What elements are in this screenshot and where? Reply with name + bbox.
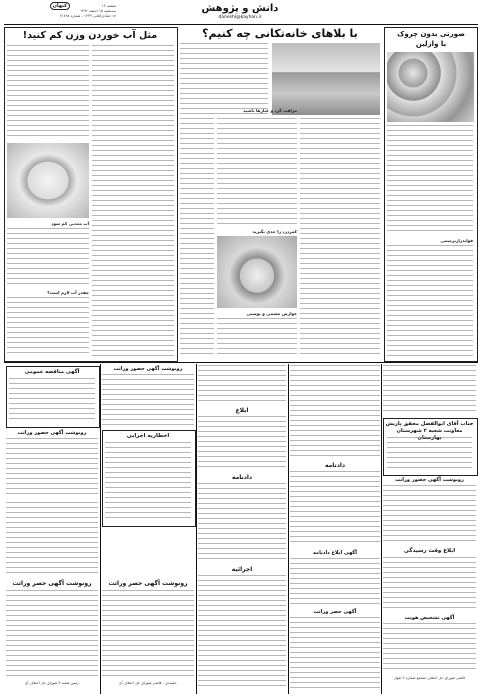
eblagh-text [198, 416, 286, 471]
footer-3: حصه‌دی - قاضی شورای حل اختلاف آچ [119, 681, 177, 685]
hazr-text-lc [102, 374, 194, 426]
issue-date: سه‌شنبه ۱۵ اسفند ۱۳۹۶ [80, 9, 116, 13]
water-sub-2: چقدر آب لازم است؟ [47, 290, 89, 295]
water-body-col-2 [7, 45, 89, 140]
roonevesht-title: رونوشت آگهی حصر وراثت [108, 580, 188, 587]
dadnameh-text-2 [198, 483, 286, 563]
eblagh-vakil-text [383, 557, 476, 612]
main-title: با بلاهای خانه‌تکانی چه کنیم؟ [202, 27, 358, 40]
tashkhis-text [383, 623, 476, 673]
roonevesht-title-l: رونوشت آگهی حصر وراثت [12, 580, 92, 587]
roonevesht-text-l [6, 590, 98, 678]
eblagh-vakil-title: ابلاغ وقت رسیدگی [403, 548, 456, 554]
hazr-title-lc: روبوشت آگهی حضور وراثت [113, 366, 183, 372]
ablagh-dadnameh-title: آگهی ابلاغ دادنامه [313, 550, 357, 556]
sep-3 [196, 364, 197, 694]
amoomi-title: آگهی مناقصه عمومی [24, 369, 80, 375]
notice-text-r1 [383, 365, 476, 415]
fruit-title-2: با وازلین [415, 40, 447, 48]
tamdid-text [290, 617, 380, 689]
ejrae-title: اجرائیه [231, 566, 253, 573]
cleaning-photo [272, 43, 380, 115]
sep-1 [381, 364, 382, 694]
tamdid-title: آگهی حصر وراثت [313, 609, 357, 615]
eblagh-title: ابلاغ [235, 407, 249, 414]
vacuum-photo [217, 236, 297, 308]
main-body-col-2 [217, 118, 297, 228]
main-body-col-4 [217, 318, 297, 358]
hazr-text-r [383, 485, 476, 545]
amoomi-text [9, 378, 95, 423]
logo-small: کیهان [49, 2, 70, 10]
fruit-body-text [387, 125, 473, 235]
water-article [4, 27, 178, 362]
notice-text-c1 [198, 365, 286, 405]
ejrae-text [198, 575, 286, 689]
footer-1: قاضی شورای حل اختلاف مجتمع شماره ۲ اهواز [394, 676, 465, 680]
hazr-text-l [6, 438, 98, 498]
section-title: دانش و پژوهش [201, 3, 279, 14]
fruit-title-1: صورتی بدون چروک [397, 30, 465, 38]
middle-rule [4, 362, 478, 363]
footer-2: رئیس شعبه ۴ شورای حل اختلاف آچ [25, 681, 79, 685]
fruit-article [384, 27, 478, 362]
ekhtar-box [102, 430, 196, 527]
roonevesht-text [102, 590, 194, 678]
thanks-text [387, 437, 472, 471]
dadnameh-title: دادنامه [324, 462, 346, 469]
water-body-col-1 [92, 45, 174, 357]
fruit-photo [387, 52, 474, 122]
dadnameh-title-2: دادنامه [231, 474, 253, 481]
sep-2 [288, 364, 289, 694]
tashkhis-title: آگهی تشخیص هویت [404, 615, 455, 621]
issue-number: ۱۷ جمادی‌الثانی ۱۴۳۹ - شماره ۲۱۸۹۸ [59, 14, 116, 18]
water-body-col-4 [7, 297, 89, 357]
main-sub-1: مراقب گرد و غبارها باشید [243, 108, 297, 113]
ekhtar-text [105, 442, 191, 522]
water-sub-1: آب معدنی کم شود [51, 221, 89, 226]
water-body-col-3 [7, 228, 89, 288]
fruit-subhead: فوایدرازترمیمی [440, 238, 473, 243]
notice-text-cr1 [290, 365, 380, 460]
issue-page: صفحه ۱۲ [101, 4, 116, 8]
thanks-title-1: جناب آقای ابوالفضل محقق پاریش [385, 421, 474, 427]
masthead-rule [4, 24, 478, 25]
ekhtar-title: اخطاریه اجرایی [126, 433, 170, 439]
ablagh-dadnameh-text [290, 558, 380, 606]
notice-text-l2 [6, 502, 98, 577]
main-sub-2: کمردرد را جدی بگیرید [252, 229, 297, 234]
hazr-title-l: روبوشت آگهی حضور وراثت [17, 430, 87, 436]
measuring-tape-photo [7, 143, 89, 218]
fruit-body-text-2 [387, 245, 473, 357]
main-intro-text [180, 43, 268, 115]
main-body-col-3 [180, 118, 214, 358]
sep-4 [100, 364, 101, 694]
dadnameh-text [290, 471, 380, 546]
water-title: مثل آب خوردن وزن کم کنید! [22, 30, 158, 41]
hazr-title-r: روبوشت آگهی حضور وراثت [395, 477, 464, 483]
main-sub-3: عوارض چشمی و پوستی [246, 311, 297, 316]
website: daneshl@kayhan.ir [218, 15, 262, 20]
thanks-notice [383, 418, 478, 476]
main-body-col-1 [300, 118, 380, 358]
logo: کیهان [6, 2, 70, 25]
amoomi-box [6, 366, 100, 428]
